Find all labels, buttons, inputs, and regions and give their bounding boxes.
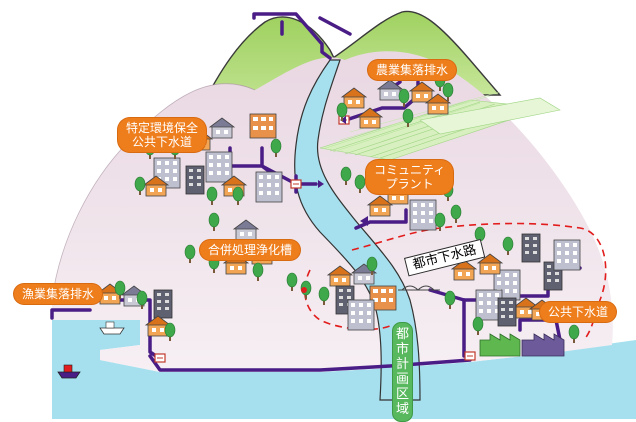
label-special-environment-sewer: 特定環境保全 公共下水道 — [118, 118, 207, 152]
manhole-icon — [290, 179, 302, 189]
label-agricultural-drainage: 農業集落排水 — [368, 60, 457, 80]
label-public-sewer: 公共下水道 — [540, 302, 617, 322]
manhole-icon — [154, 353, 166, 363]
bridge-icon — [398, 285, 440, 291]
treatment-plant-icon — [479, 333, 565, 357]
label-line: コミュニティ — [374, 163, 446, 177]
label-line: 特定環境保全 — [126, 121, 199, 135]
manhole-icon — [464, 351, 476, 361]
boat-icon — [99, 321, 125, 335]
label-city-planning-area: 都市計画区域 — [392, 322, 413, 422]
label-line: プラント — [385, 177, 434, 191]
label-fishing-drainage: 漁業集落排水 — [14, 284, 103, 304]
boat-icon — [57, 364, 81, 379]
label-septic-tank: 合併処理浄化槽 — [200, 240, 301, 260]
rice-fields — [319, 91, 561, 161]
city-core-left — [301, 256, 397, 331]
coast-water — [52, 320, 636, 419]
label-community-plant: コミュニティ プラント — [366, 160, 454, 194]
label-line: 公共下水道 — [132, 135, 193, 149]
